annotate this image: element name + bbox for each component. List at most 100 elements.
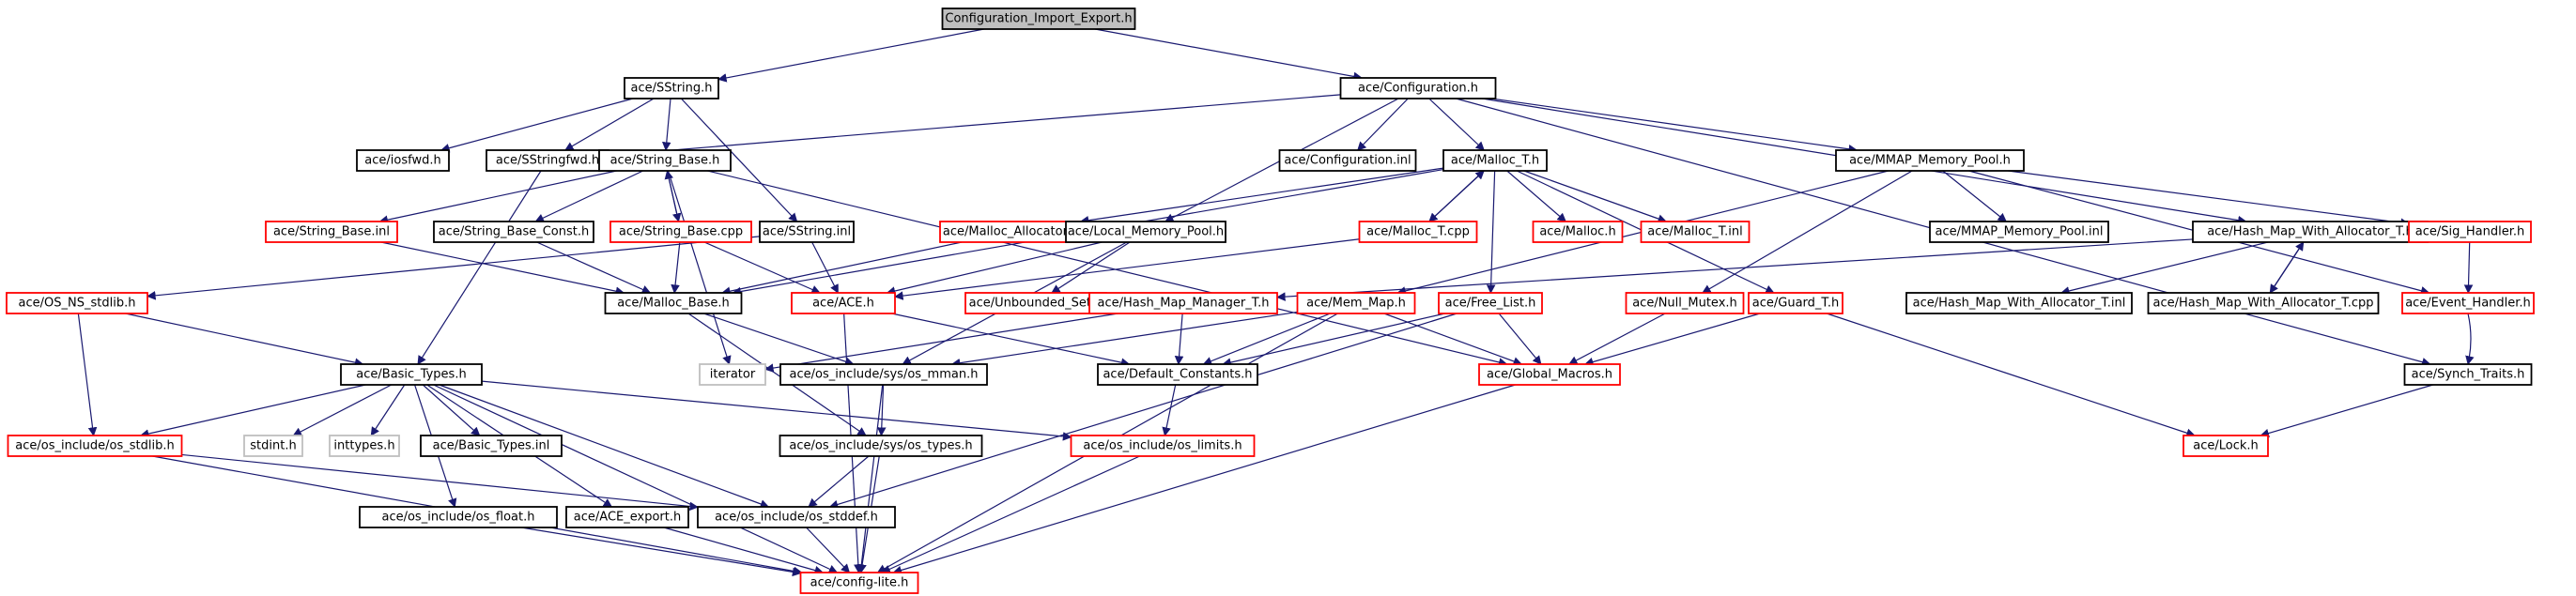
graph-node-osstddef[interactable]: ace/os_include/os_stddef.h [697, 506, 896, 528]
node-label: ace/Global_Macros.h [1487, 368, 1612, 382]
graph-node-basictypes[interactable]: ace/Basic_Types.h [340, 363, 483, 386]
node-box [1088, 292, 1278, 314]
graph-node-configinl[interactable]: ace/Configuration.inl [1278, 149, 1417, 172]
graph-node-sstringfwd[interactable]: ace/SStringfwd.h [486, 149, 609, 172]
node-box [779, 435, 983, 457]
include-edge-malloct-to-malloch [1506, 170, 1566, 222]
graph-node-hashmgr[interactable]: ace/Hash_Map_Manager_T.h [1088, 292, 1278, 314]
node-label: ace/os_include/os_limits.h [1083, 439, 1242, 453]
node-label: ace/String_Base.inl [273, 225, 390, 239]
node-label: ace/Malloc_Base.h [617, 297, 730, 311]
graph-node-sstringinl[interactable]: ace/SString.inl [759, 221, 855, 243]
node-label: ace/Hash_Map_With_Allocator_T.h [2207, 225, 2414, 239]
node-label: ace/ACE.h [812, 297, 874, 311]
graph-node-stringbasecpp[interactable]: ace/String_Base.cpp [609, 221, 752, 243]
graph-node-osmman[interactable]: ace/os_include/sys/os_mman.h [779, 363, 988, 386]
include-edge-osmman-to-configlite [856, 384, 884, 573]
node-label: ace/Local_Memory_Pool.h [1068, 225, 1224, 239]
node-label: ace/iosfwd.h [364, 154, 440, 168]
node-label: ace/Mem_Map.h [1306, 297, 1406, 311]
node-label: ace/Sig_Handler.h [2415, 225, 2524, 239]
graph-node-unbounded[interactable]: ace/Unbounded_Set.h [964, 292, 1107, 314]
graph-node-osnsstdlib[interactable]: ace/OS_NS_stdlib.h [6, 292, 148, 314]
node-box [1339, 77, 1497, 99]
node-label: ace/String_Base_Const.h [439, 225, 589, 239]
graph-node-guardt[interactable]: ace/Guard_T.h [1748, 292, 1843, 314]
node-box [791, 292, 896, 314]
graph-node-malloctcpp[interactable]: ace/Malloc_T.cpp [1358, 221, 1478, 243]
include-edge-freelist-to-globalmacros [1498, 313, 1542, 365]
graph-node-hashallocinl[interactable]: ace/Hash_Map_With_Allocator_T.inl [1905, 292, 2133, 314]
node-label: ace/os_include/os_stdlib.h [15, 439, 174, 453]
graph-node-aceh[interactable]: ace/ACE.h [791, 292, 896, 314]
graph-node-mmapinl[interactable]: ace/MMAP_Memory_Pool.inl [1929, 221, 2109, 243]
include-edge-malloctcpp-to-malloct [1428, 170, 1485, 222]
graph-node-configlite[interactable]: ace/config-lite.h [799, 572, 919, 594]
graph-node-stringbaseinl[interactable]: ace/String_Base.inl [265, 221, 398, 243]
node-box [624, 77, 719, 99]
graph-node-stringbaseconst[interactable]: ace/String_Base_Const.h [433, 221, 594, 243]
graph-node-hashalloc[interactable]: ace/Hash_Map_With_Allocator_T.h [2192, 221, 2429, 243]
graph-node-memmap[interactable]: ace/Mem_Map.h [1296, 292, 1416, 314]
graph-node-mallocalloc[interactable]: ace/Malloc_Allocator.h [939, 221, 1082, 243]
graph-node-lock[interactable]: ace/Lock.h [2183, 435, 2269, 457]
graph-node-defconst[interactable]: ace/Default_Constants.h [1097, 363, 1258, 386]
include-edge-hashalloccpp-to-hashalloc [2269, 241, 2305, 294]
graph-node-eventhandler[interactable]: ace/Event_Handler.h [2401, 292, 2535, 314]
graph-node-malloctinl[interactable]: ace/Malloc_T.inl [1640, 221, 1751, 243]
node-label: ace/MMAP_Memory_Pool.inl [1935, 225, 2103, 239]
graph-node-stringbase[interactable]: ace/String_Base.h [598, 149, 732, 172]
include-edge-config-to-mmap [1490, 98, 1859, 154]
graph-node-malloct[interactable]: ace/Malloc_T.h [1442, 149, 1548, 172]
graph-node-malloch[interactable]: ace/Malloc.h [1532, 221, 1624, 243]
graph-node-basictypesinl[interactable]: ace/Basic_Types.inl [420, 435, 563, 457]
graph-node-sstring[interactable]: ace/SString.h [624, 77, 719, 99]
include-edge-config-to-configinl [1357, 98, 1409, 151]
graph-node-osstdlib[interactable]: ace/os_include/os_stdlib.h [7, 435, 183, 457]
node-label: ace/MMAP_Memory_Pool.h [1849, 154, 2011, 168]
node-box [1929, 221, 2109, 243]
node-label: ace/config-lite.h [810, 576, 909, 590]
node-box [609, 221, 752, 243]
include-edge-memmap-to-globalmacros [1383, 313, 1523, 366]
include-edge-malloct-to-malloctinl [1523, 170, 1668, 223]
graph-node-sighandler[interactable]: ace/Sig_Handler.h [2408, 221, 2532, 243]
include-edge-stringbase-to-iterator [667, 170, 732, 365]
node-label: ace/Free_List.h [1445, 297, 1536, 311]
include-edge-mallocalloc-to-mallocbase [721, 241, 963, 296]
graph-node-config[interactable]: ace/Configuration.h [1339, 77, 1497, 99]
graph-node-iosfwd[interactable]: ace/iosfwd.h [356, 149, 450, 172]
graph-node-oslimits[interactable]: ace/os_include/os_limits.h [1070, 435, 1256, 457]
graph-node-ostypes[interactable]: ace/os_include/sys/os_types.h [779, 435, 983, 457]
include-edge-sstring-to-iosfwd [440, 98, 634, 153]
graph-node-localmem[interactable]: ace/Local_Memory_Pool.h [1065, 221, 1226, 243]
node-label: Configuration_Import_Export.h [945, 12, 1132, 26]
node-label: ace/Configuration.h [1358, 82, 1478, 96]
node-label: ace/Malloc_Allocator.h [943, 225, 1078, 239]
node-box [1532, 221, 1624, 243]
graph-node-mallocbase[interactable]: ace/Malloc_Base.h [604, 292, 743, 314]
node-box [1278, 149, 1417, 172]
include-edge-osstdlib-to-osstddef [181, 453, 699, 512]
graph-node-aceexport[interactable]: ace/ACE_export.h [565, 506, 689, 528]
include-edge-mallocbase-to-ostypes [687, 313, 867, 436]
node-box [799, 572, 919, 594]
graph-node-hashalloccpp[interactable]: ace/Hash_Map_With_Allocator_T.cpp [2147, 292, 2380, 314]
node-label: ace/Malloc.h [1539, 225, 1615, 239]
node-box [265, 221, 398, 243]
include-edge-memmap-to-osmman [950, 311, 1298, 368]
graph-node-synchtraits[interactable]: ace/Synch_Traits.h [2403, 363, 2533, 386]
include-edge-basictypes-to-inttypes [370, 384, 406, 436]
include-edge-hashmgr-to-iterator [764, 313, 1118, 373]
include-edge-mmap-to-nullmutex [1702, 170, 1913, 294]
node-layer: Configuration_Import_Export.h ace/SString… [6, 8, 2535, 594]
graph-node-freelist[interactable]: ace/Free_List.h [1438, 292, 1543, 314]
node-box [2408, 221, 2532, 243]
graph-node-nullmutex[interactable]: ace/Null_Mutex.h [1625, 292, 1745, 314]
node-box [697, 506, 896, 528]
include-edge-memmap-to-defconst [1202, 313, 1331, 366]
graph-node-globalmacros[interactable]: ace/Global_Macros.h [1478, 363, 1621, 386]
graph-node-mmap[interactable]: ace/MMAP_Memory_Pool.h [1835, 149, 2025, 172]
graph-node-osfloat[interactable]: ace/os_include/os_float.h [359, 506, 558, 528]
